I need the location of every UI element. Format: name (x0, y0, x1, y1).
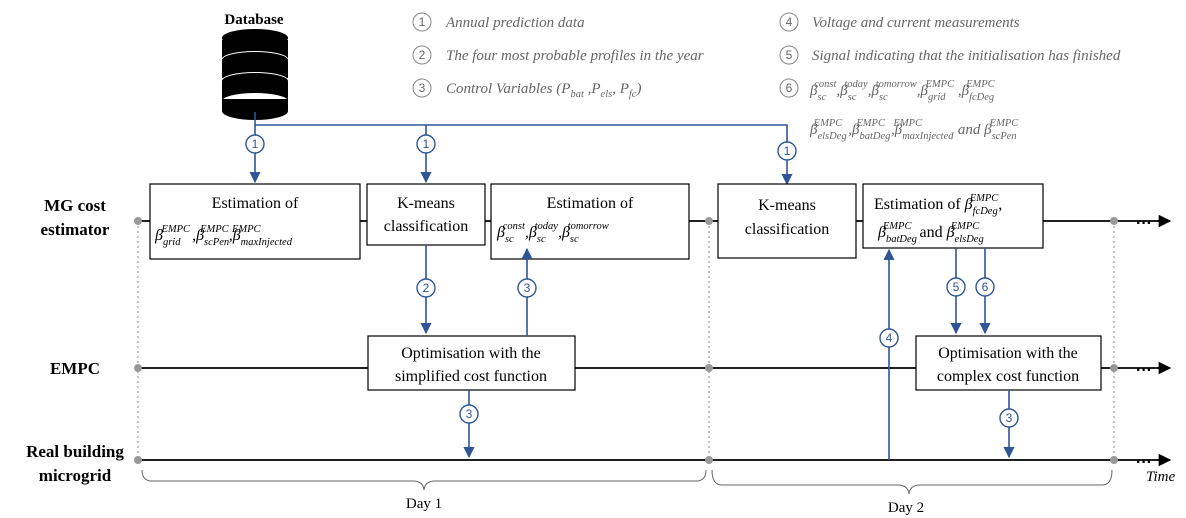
arrow-4: 4 (879, 248, 899, 460)
svg-text:βgridEMPC,βscPenEMPC,βmaxInjec: βgridEMPC,βscPenEMPC,βmaxInjectedEMPC (154, 224, 293, 248)
svg-text:The four most probable profile: The four most probable profiles in the y… (446, 48, 704, 64)
svg-text:K-means: K-means (397, 195, 455, 212)
legend-item-2: 2 The four most probable profiles in the… (412, 45, 704, 65)
row-labels: MG cost estimator EMPC Real building mic… (26, 196, 124, 485)
svg-text:2: 2 (419, 48, 426, 62)
box-estimation-sc: Estimation of βscconst,βsctoday,βsctomor… (490, 183, 690, 260)
svg-text:K-means: K-means (758, 197, 816, 214)
svg-text:1: 1 (784, 144, 791, 158)
svg-text:βelsDegEMPC,βbatDegEMPC,βmaxIn: βelsDegEMPC,βbatDegEMPC,βmaxInjectedEMPC… (809, 118, 1019, 142)
svg-text:6: 6 (982, 280, 989, 294)
row-label-mg: MG cost (44, 196, 106, 215)
svg-text:6: 6 (786, 81, 793, 95)
svg-text:Optimisation with the: Optimisation with the (401, 345, 541, 362)
box-optimisation-complex: Optimisation with the complex cost funct… (915, 335, 1102, 391)
svg-text:complex cost function: complex cost function (937, 368, 1079, 385)
database-icon: Database (222, 12, 288, 120)
arrow-5: 5 (946, 248, 966, 335)
svg-text:4: 4 (886, 331, 893, 345)
svg-text:1: 1 (423, 137, 430, 151)
svg-text:classification: classification (384, 218, 468, 235)
svg-text:Day 2: Day 2 (888, 500, 924, 516)
box-kmeans-2: K-means classification (717, 183, 857, 259)
svg-text:βscconst,βsctoday,βsctomorrow: βscconst,βsctoday,βsctomorrow (496, 221, 609, 245)
svg-text:Signal indicating that the ini: Signal indicating that the initialisatio… (812, 48, 1121, 64)
legend-item-5: 5 Signal indicating that the initialisat… (779, 45, 1121, 65)
box-estimation-deg: Estimation of βfcDegEMPC, βbatDegEMPC an… (862, 183, 1044, 249)
legend-item-3: 3 Control Variables (Pbat ,Pels, Pfc) (412, 78, 641, 100)
svg-text:···: ··· (1136, 362, 1152, 379)
row-label-rb: Real building (26, 442, 124, 461)
svg-text:Voltage and current measuremen: Voltage and current measurements (812, 15, 1020, 31)
arrow-3-down-2: 3 (999, 390, 1019, 459)
legend-item-1: 1 Annual prediction data (412, 12, 585, 32)
svg-text:Estimation of: Estimation of (547, 195, 634, 212)
svg-text:Estimation of βfcDegEMPC,: Estimation of βfcDegEMPC, (874, 193, 1002, 217)
row-label-rb-2: microgrid (39, 466, 112, 485)
svg-text:···: ··· (1136, 215, 1152, 232)
svg-text:3: 3 (1006, 411, 1013, 425)
brace-day-1: Day 1 (141, 469, 707, 512)
svg-text:Annual prediction data: Annual prediction data (445, 15, 585, 31)
svg-text:βscconst,βsctoday,βsctomorrow,: βscconst,βsctoday,βsctomorrow,βgridEMPC … (809, 79, 996, 103)
svg-text:1: 1 (252, 137, 259, 151)
box-optimisation-simplified: Optimisation with the simplified cost fu… (367, 335, 576, 391)
timeline-real-building: ··· (138, 453, 1172, 471)
svg-text:5: 5 (953, 280, 960, 294)
legend: 1 Annual prediction data 2 The four most… (412, 12, 1121, 142)
brace-day-2: Day 2 (711, 469, 1113, 516)
svg-text:···: ··· (1136, 454, 1152, 471)
arrow-label-1c: 1 (777, 141, 797, 161)
svg-text:Control Variables (Pbat ,Pels,: Control Variables (Pbat ,Pels, Pfc) (446, 81, 641, 100)
arrow-2: 2 (416, 245, 436, 335)
legend-item-6: 6 βscconst,βsctoday,βsctomorrow,βgridEMP… (779, 78, 1019, 142)
svg-text:simplified cost function: simplified cost function (395, 368, 547, 385)
box-estimation-grid: Estimation of βgridEMPC,βscPenEMPC,βmaxI… (149, 183, 361, 260)
svg-text:βbatDegEMPC and βelsDegEMPC: βbatDegEMPC and βelsDegEMPC (877, 221, 984, 245)
row-label-empc: EMPC (50, 359, 100, 378)
arrow-label-1a: 1 (245, 134, 265, 154)
arrow-3-up: 3 (517, 247, 537, 336)
svg-text:classification: classification (745, 221, 829, 238)
svg-text:3: 3 (524, 281, 531, 295)
box-kmeans-1: K-means classification (366, 183, 486, 246)
svg-text:1: 1 (419, 15, 426, 29)
day-separators (134, 217, 1118, 464)
time-label: Time (1146, 469, 1176, 485)
svg-text:5: 5 (786, 48, 793, 62)
svg-text:2: 2 (423, 281, 430, 295)
svg-text:Optimisation with the: Optimisation with the (938, 345, 1078, 362)
database-label: Database (224, 12, 284, 28)
svg-text:Day 1: Day 1 (406, 496, 442, 512)
legend-item-4: 4 Voltage and current measurements (779, 12, 1020, 32)
database-links (249, 112, 793, 186)
arrow-3-down-1: 3 (459, 390, 479, 459)
svg-text:4: 4 (786, 15, 793, 29)
row-label-mg-2: estimator (41, 220, 110, 239)
svg-text:Estimation of: Estimation of (212, 195, 299, 212)
svg-text:3: 3 (466, 407, 473, 421)
arrow-6: 6 (975, 248, 995, 335)
svg-text:3: 3 (419, 81, 426, 95)
arrow-label-1b: 1 (416, 134, 436, 154)
